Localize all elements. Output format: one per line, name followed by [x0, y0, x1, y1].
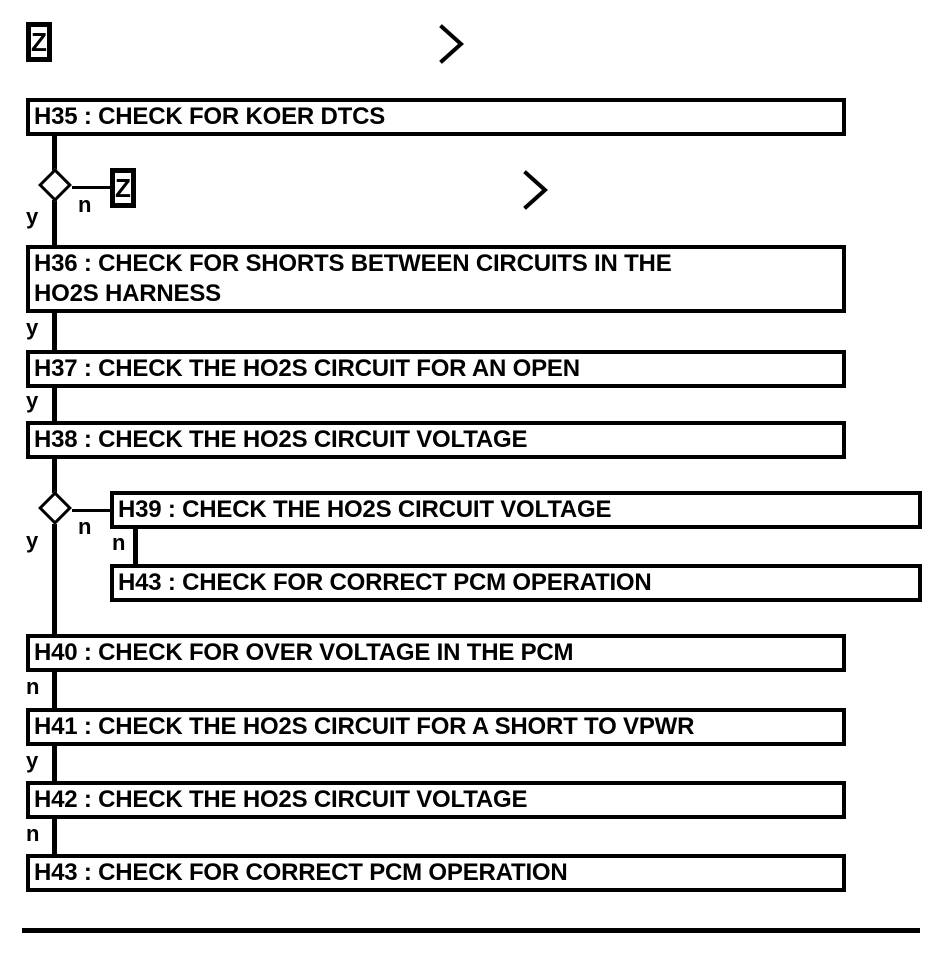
- branch-y-after-h35: y: [26, 204, 39, 229]
- h-decision2-to-h39: [72, 509, 112, 512]
- branch-n-after-h35: n: [78, 192, 92, 217]
- step-box-h42[interactable]: H42 : CHECK THE HO2S CIRCUIT VOLTAGE: [26, 781, 846, 819]
- step-box-h37[interactable]: H37 : CHECK THE HO2S CIRCUIT FOR AN OPEN: [26, 350, 846, 388]
- branch-y-after-h38: y: [26, 528, 39, 553]
- chevron-right-icon: [439, 24, 464, 64]
- step-label: H36 : CHECK FOR SHORTS BETWEEN CIRCUITS …: [34, 250, 672, 307]
- v-h42-to-h43: [52, 818, 57, 855]
- marker-inner-field: [115, 173, 131, 203]
- step-box-h38[interactable]: H38 : CHECK THE HO2S CIRCUIT VOLTAGE: [26, 421, 846, 459]
- step-box-h43-branch[interactable]: H43 : CHECK FOR CORRECT PCM OPERATION: [110, 564, 922, 602]
- chevron-right-icon: [523, 170, 548, 210]
- marker-inner-field: [31, 27, 47, 57]
- step-label: H43 : CHECK FOR CORRECT PCM OPERATION: [34, 859, 568, 886]
- branch-y-after-h41: y: [26, 748, 39, 773]
- v-h39-to-h43branch: [133, 529, 138, 565]
- v-h38-to-decision2: [52, 459, 57, 493]
- v-h41-to-h42: [52, 745, 57, 782]
- step-label: H35 : CHECK FOR KOER DTCS: [34, 103, 386, 130]
- branch-y-after-h36: y: [26, 315, 39, 340]
- diamond-shape: [38, 168, 72, 202]
- decision-after-h35[interactable]: [38, 168, 72, 202]
- branch-n-after-h38: n: [78, 514, 92, 539]
- step-label: H40 : CHECK FOR OVER VOLTAGE IN THE PCM: [34, 639, 574, 666]
- h-decision1-to-zmark: [72, 186, 112, 189]
- step-label: H42 : CHECK THE HO2S CIRCUIT VOLTAGE: [34, 786, 528, 813]
- step-label: H39 : CHECK THE HO2S CIRCUIT VOLTAGE: [118, 496, 612, 523]
- z-glyph: Z: [31, 27, 47, 57]
- step-label: H38 : CHECK THE HO2S CIRCUIT VOLTAGE: [34, 426, 528, 453]
- v-h37-to-h38: [52, 388, 57, 422]
- branch-n-after-h40: n: [26, 674, 40, 699]
- step-box-h39[interactable]: H39 : CHECK THE HO2S CIRCUIT VOLTAGE: [110, 491, 922, 529]
- step-box-h35[interactable]: H35 : CHECK FOR KOER DTCS: [26, 98, 846, 136]
- branch-n-after-h42: n: [26, 821, 40, 846]
- page-marker-top-icon[interactable]: Z: [26, 22, 52, 62]
- v-h35-to-decision1: [52, 136, 57, 172]
- decision-after-h38[interactable]: [38, 491, 72, 525]
- page-marker-branch-icon[interactable]: Z: [110, 168, 136, 208]
- z-glyph: Z: [115, 173, 131, 203]
- chevron-branch-icon[interactable]: [520, 168, 550, 212]
- v-decision2-to-h40: [52, 524, 57, 636]
- step-box-h40[interactable]: H40 : CHECK FOR OVER VOLTAGE IN THE PCM: [26, 634, 846, 672]
- v-decision1-to-h36: [52, 200, 57, 246]
- branch-y-after-h37: y: [26, 388, 39, 413]
- diamond-shape: [38, 491, 72, 525]
- v-h36-to-h37: [52, 313, 57, 351]
- step-box-h41[interactable]: H41 : CHECK THE HO2S CIRCUIT FOR A SHORT…: [26, 708, 846, 746]
- v-h40-to-h41: [52, 671, 57, 709]
- step-box-h43-end[interactable]: H43 : CHECK FOR CORRECT PCM OPERATION: [26, 854, 846, 892]
- step-label: H41 : CHECK THE HO2S CIRCUIT FOR A SHORT…: [34, 713, 695, 740]
- step-label: H43 : CHECK FOR CORRECT PCM OPERATION: [118, 569, 652, 596]
- step-box-h36[interactable]: H36 : CHECK FOR SHORTS BETWEEN CIRCUITS …: [26, 245, 846, 313]
- step-label: H37 : CHECK THE HO2S CIRCUIT FOR AN OPEN: [34, 355, 580, 382]
- branch-n-after-h39: n: [112, 530, 126, 555]
- bottom-rule: [22, 928, 920, 933]
- chevron-top-icon[interactable]: [436, 22, 466, 66]
